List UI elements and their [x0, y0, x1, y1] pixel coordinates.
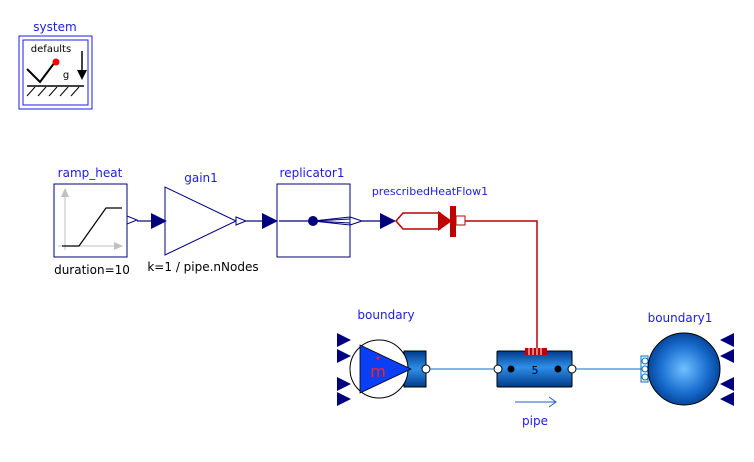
boundary1-input-port-1[interactable]	[720, 333, 734, 347]
boundary-block[interactable]: boundary m	[337, 308, 431, 406]
system-g-text: g	[63, 70, 69, 81]
system-block[interactable]: system defaults g	[18, 20, 93, 110]
pipe-label: pipe	[522, 414, 548, 428]
system-defaults-text: defaults	[31, 44, 71, 55]
boundary1-input-port-4[interactable]	[720, 392, 734, 406]
gain1-label: gain1	[184, 171, 218, 185]
boundary-label: boundary	[357, 308, 414, 322]
boundary-input-port-1[interactable]	[337, 333, 351, 347]
pipe-port-a[interactable]	[493, 364, 503, 374]
boundary-input-port-2[interactable]	[337, 349, 351, 363]
gain1-block[interactable]: gain1 k=1 / pipe.nNodes	[147, 171, 258, 274]
ramp-heat-block[interactable]: ramp_heat duration=10	[53, 166, 139, 277]
boundary1-port-3[interactable]	[641, 373, 649, 381]
boundary1-input-port-3[interactable]	[720, 377, 734, 391]
replicator1-label: replicator1	[280, 166, 345, 180]
heatflow-port[interactable]	[455, 215, 466, 226]
boundary-m-symbol: m	[370, 362, 386, 381]
gravity-arrow-icon	[77, 70, 87, 80]
prescribed-heat-flow1-label: prescribedHeatFlow1	[372, 185, 488, 198]
gain1-output-port[interactable]	[235, 216, 248, 226]
heatflow-input-port[interactable]	[380, 213, 396, 229]
boundary1-input-port-2[interactable]	[720, 349, 734, 363]
boundary-fluid-port[interactable]	[421, 364, 431, 374]
pipe-node-left	[507, 365, 515, 373]
boundary1-port-1[interactable]	[641, 357, 649, 365]
gain1-input-port[interactable]	[151, 213, 167, 229]
pipe-nodes-count: 5	[532, 364, 539, 377]
boundary1-label: boundary1	[648, 311, 713, 325]
flow-direction-arrow-icon	[548, 396, 557, 408]
pipe-port-b[interactable]	[567, 364, 577, 374]
boundary1-sphere-icon	[647, 332, 721, 406]
boundary-input-port-3[interactable]	[337, 377, 351, 391]
pump-triangle-icon	[359, 344, 412, 394]
gain1-param: k=1 / pipe.nNodes	[147, 260, 258, 274]
prescribed-heat-flow1-block[interactable]: prescribedHeatFlow1	[372, 185, 488, 237]
ramp-output-port[interactable]	[126, 215, 139, 225]
replicator1-output-port[interactable]	[349, 216, 364, 226]
replicator1-input-port[interactable]	[262, 213, 278, 229]
heatflow-arrow-icon	[438, 211, 452, 231]
boundary1-port-2[interactable]	[641, 365, 649, 373]
pipe-node-right	[554, 365, 562, 373]
replicator1-block[interactable]: replicator1	[262, 166, 364, 258]
ramp-heat-label: ramp_heat	[58, 166, 123, 180]
wire-heatflow-to-pipe	[465, 220, 538, 349]
system-dot-icon	[52, 58, 60, 66]
boundary1-block[interactable]: boundary1	[640, 311, 734, 406]
boundary-input-port-4[interactable]	[337, 392, 351, 406]
pipe-block[interactable]: 5 pipe	[493, 348, 577, 428]
ramp-curve-icon	[62, 207, 122, 247]
ramp-heat-param: duration=10	[54, 263, 130, 277]
system-label: system	[33, 20, 76, 34]
